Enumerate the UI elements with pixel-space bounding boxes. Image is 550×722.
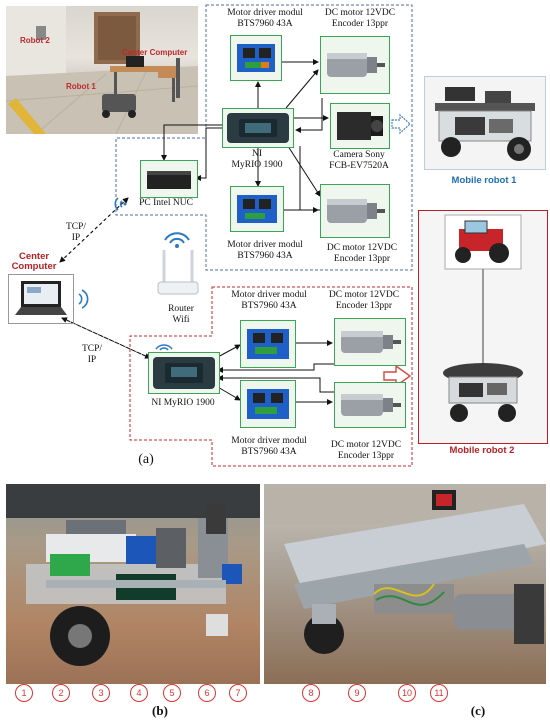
r1-driver-top	[230, 35, 282, 81]
r2-motor-top	[334, 318, 406, 366]
caption-a: (a)	[138, 452, 154, 467]
caption-c: (c)	[470, 703, 486, 718]
marker-3: 3	[92, 684, 110, 702]
r1-myrio-label-2: MyRIO 1900	[231, 160, 283, 170]
wifi-icon-myrio-r2	[155, 344, 173, 351]
tcpip-1-line-2: IP	[71, 233, 81, 243]
mobile-robot-2-caption: Mobile robot 2	[449, 445, 515, 456]
tcpip-2-line-2: IP	[87, 355, 97, 365]
room-label-robot2: Robot 2	[20, 36, 50, 45]
r1-camera	[330, 103, 390, 149]
wifi-icon-nuc	[114, 197, 127, 211]
r2-driver-bottom-label-2: BTS7960 43A	[241, 447, 297, 457]
marker-7: 7	[229, 684, 247, 702]
marker-5: 5	[163, 684, 181, 702]
r1-driver-bottom-label-2: BTS7960 43A	[237, 251, 293, 261]
r1-driver-bottom	[230, 186, 284, 232]
r2-driver-top-label-2: BTS7960 43A	[241, 301, 297, 311]
r1-motor-bottom	[320, 184, 390, 238]
r1-motor-bottom-label-1: DC motor 12VDC	[326, 243, 398, 253]
r2-motor-top-label-2: Encoder 13ppr	[335, 301, 393, 311]
room-label-center-computer: Center Computer	[122, 48, 188, 57]
r2-motor-bottom	[334, 382, 406, 428]
r2-driver-top	[240, 320, 296, 368]
r2-driver-bottom	[240, 380, 296, 428]
tcpip-2-line-1: TCP/	[81, 344, 103, 354]
wifi-icon-center	[78, 289, 89, 309]
r2-driver-top-label-1: Motor driver modul	[231, 290, 307, 300]
marker-1: 1	[15, 684, 33, 702]
r1-driver-top-label-2: BTS7960 43A	[237, 19, 293, 29]
r1-myrio	[222, 108, 294, 148]
r1-myrio-label-1: NI	[251, 149, 263, 159]
marker-8: 8	[302, 684, 320, 702]
r2-motor-bottom-label-1: DC motor 12VDC	[330, 440, 402, 450]
center-computer-label-2: Computer	[11, 261, 57, 272]
marker-6: 6	[198, 684, 216, 702]
r1-driver-top-label-1: Motor driver modul	[227, 8, 303, 18]
r1-motor-top-label-1: DC motor 12VDC	[324, 8, 396, 18]
r1-driver-bottom-label-1: Motor driver modul	[227, 240, 303, 250]
marker-9: 9	[348, 684, 366, 702]
router-label-1: Router	[168, 304, 194, 314]
diagram-lines	[59, 4, 413, 467]
r2-motor-top-label-1: DC motor 12VDC	[328, 290, 400, 300]
r1-motor-top-label-2: Encoder 13ppr	[331, 19, 389, 29]
room-label-robot1: Robot 1	[66, 82, 96, 91]
pc-intel-nuc	[140, 160, 198, 198]
caption-b: (b)	[152, 703, 168, 718]
camera-label-2: FCB-EV7520A	[329, 161, 389, 171]
marker-4: 4	[130, 684, 148, 702]
tcpip-1-line-1: TCP/	[65, 222, 87, 232]
mobile-robot-1-caption: Mobile robot 1	[451, 175, 517, 186]
center-computer-label-1: Center	[18, 251, 50, 262]
photo-c-robot-underside	[264, 484, 546, 684]
marker-2: 2	[52, 684, 70, 702]
router-icon	[157, 250, 199, 295]
r2-driver-bottom-label-1: Motor driver modul	[231, 436, 307, 446]
camera-label-1: Camera Sony	[333, 150, 385, 160]
mobile-robot-2-photo	[418, 210, 548, 444]
center-computer-laptop	[8, 274, 74, 324]
marker-10: 10	[398, 684, 416, 702]
marker-11: 11	[430, 684, 448, 702]
room-photo: Robot 2 Center Computer Robot 1	[6, 6, 198, 134]
r2-myrio-label: NI MyRIO 1900	[151, 398, 215, 408]
r2-motor-bottom-label-2: Encoder 13ppr	[337, 451, 395, 461]
photo-b-robot-hardware	[6, 484, 260, 684]
mobile-robot-1-photo	[424, 76, 546, 170]
router-label-2: Wifi	[172, 315, 190, 325]
r2-myrio	[148, 352, 220, 394]
r1-motor-bottom-label-2: Encoder 13ppr	[333, 254, 391, 264]
router-wifi-signal-icon	[164, 232, 190, 248]
r1-motor-top	[320, 36, 390, 94]
nuc-label: PC Intel NUC	[139, 198, 193, 208]
